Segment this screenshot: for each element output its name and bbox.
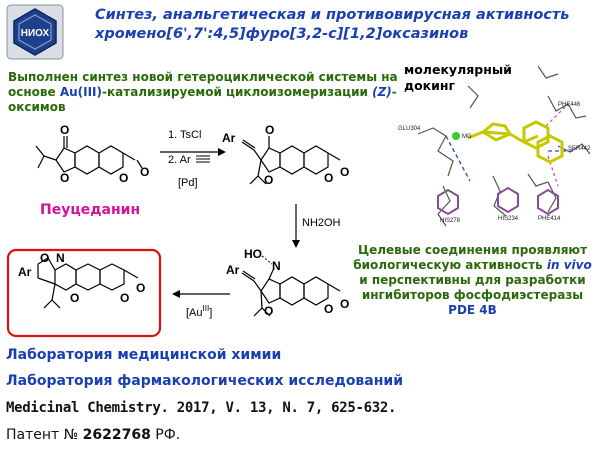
ring-residues xyxy=(437,186,559,216)
target-text: Целевые соединения проявляют биологическ… xyxy=(350,243,595,318)
step3-sup: III xyxy=(203,304,210,313)
oxime-ar: Ar xyxy=(226,263,240,277)
product-ar: Ar xyxy=(18,265,32,279)
arrow-step3-head xyxy=(172,290,180,298)
docking-render: PHE446 GLU304 SER442 HIS278 HIS234 PHE41… xyxy=(398,56,598,238)
intro-part-1: Выполнен синтез новой гетероциклической … xyxy=(8,70,398,99)
step3-open: [Au xyxy=(186,307,203,319)
arrow-step2-head xyxy=(292,240,300,248)
pi-contacts xyxy=(545,105,567,187)
step1-reagent-2: 2. Ar xyxy=(168,154,191,166)
reaction-scheme: O O O O 1. TsCl 2. Ar [Pd] Ar O O O O NH… xyxy=(6,123,349,338)
oxime-o1: O xyxy=(264,304,273,318)
journal-reference: Medicinal Chemistry. 2017, V. 13, N. 7, … xyxy=(6,400,397,416)
peuc-o2: O xyxy=(60,171,69,185)
product-o1: O xyxy=(40,251,49,265)
lab-pharmacology: Лаборатория фармакологических исследован… xyxy=(6,373,404,389)
intro-part-2: -катализируемой циклоизомеризации xyxy=(102,85,373,99)
oxime-n: N xyxy=(272,259,281,273)
product-structure xyxy=(37,257,139,309)
res-glu304: GLU304 xyxy=(398,126,421,132)
res-his278: HIS278 xyxy=(440,218,461,224)
res-mg: MG xyxy=(462,134,472,140)
docking-label: молекулярный докинг xyxy=(404,62,524,94)
oxime-bond xyxy=(261,255,273,265)
int1-o2: O xyxy=(264,173,273,187)
patent-label: Патент № xyxy=(6,427,83,443)
alkyne-intermediate xyxy=(241,136,341,185)
oxime-o3: O xyxy=(340,297,349,311)
res-his234: HIS234 xyxy=(498,216,519,222)
int1-ar: Ar xyxy=(222,131,236,145)
institute-logo: НИОХ xyxy=(6,4,64,60)
int1-o3: O xyxy=(324,171,333,185)
step3-close: ] xyxy=(209,307,212,319)
docking-line-1: молекулярный xyxy=(404,62,512,77)
intro-part-3: -оксимов xyxy=(8,85,397,114)
peuc-o4: O xyxy=(140,165,149,179)
logo-text: НИОХ xyxy=(21,28,50,39)
product-n: N xyxy=(56,251,65,265)
docking-line-2: докинг xyxy=(404,78,456,93)
step1-catalyst: [Pd] xyxy=(178,177,198,189)
intro-z: (Z) xyxy=(372,85,392,99)
target-part-1: Целевые соединения проявляют биологическ… xyxy=(353,243,588,272)
product-highlight-box xyxy=(6,248,162,338)
title-line-1: Синтез, анальгетическая и противовирусна… xyxy=(95,7,570,23)
docking-image: PHE446 GLU304 SER442 HIS278 HIS234 PHE41… xyxy=(398,56,598,238)
target-vivo: vivo xyxy=(563,258,592,272)
target-part-2: и перспективны для разработки ингибиторо… xyxy=(359,273,586,302)
product-o2: O xyxy=(70,291,79,305)
res-phe446: PHE446 xyxy=(558,102,581,108)
int1-o4: O xyxy=(340,165,349,179)
peucedanin-label: Пеуцеданин xyxy=(40,202,141,218)
page-title: Синтез, анальгетическая и противовирусна… xyxy=(95,6,595,44)
step1-reagent-1: 1. TsCl xyxy=(168,129,201,141)
arrow-step1-head xyxy=(218,148,226,156)
int1-o1: O xyxy=(265,123,274,137)
title-line-2: хромено[6',7':4,5]фуро[3,2-c][1,2]оксази… xyxy=(95,26,469,42)
peuc-o3: O xyxy=(119,171,128,185)
step3-catalyst: [AuIII] xyxy=(186,304,212,319)
hbonds xyxy=(445,135,573,182)
oxime-ho: HO xyxy=(244,247,262,261)
protein-residues xyxy=(417,65,591,227)
patent-line: Патент № 2622768 РФ. xyxy=(6,427,180,443)
intro-text: Выполнен синтез новой гетероциклической … xyxy=(8,70,398,115)
patent-suffix: РФ. xyxy=(150,427,181,443)
product-o4: O xyxy=(136,281,145,295)
target-pde: PDE 4B xyxy=(448,303,497,317)
logo-graphic: НИОХ xyxy=(6,4,64,60)
peuc-o1: O xyxy=(60,123,69,137)
res-ser442: SER442 xyxy=(568,146,591,152)
alkyne-symbol xyxy=(196,155,210,163)
lab-medchem: Лаборатория медицинской химии xyxy=(6,347,282,363)
step2-reagent: NH2OH xyxy=(302,217,341,229)
oxime-intermediate xyxy=(241,267,341,317)
intro-au: Au(III) xyxy=(59,85,103,99)
product-o3: O xyxy=(120,291,129,305)
oxime-o2: O xyxy=(324,302,333,316)
peucedanin-structure xyxy=(35,136,143,175)
patent-number: 2622768 xyxy=(82,427,151,443)
target-in: in xyxy=(546,258,560,272)
ligand xyxy=(467,120,564,164)
res-phe414: PHE414 xyxy=(538,216,561,222)
metal-ion xyxy=(452,132,460,140)
